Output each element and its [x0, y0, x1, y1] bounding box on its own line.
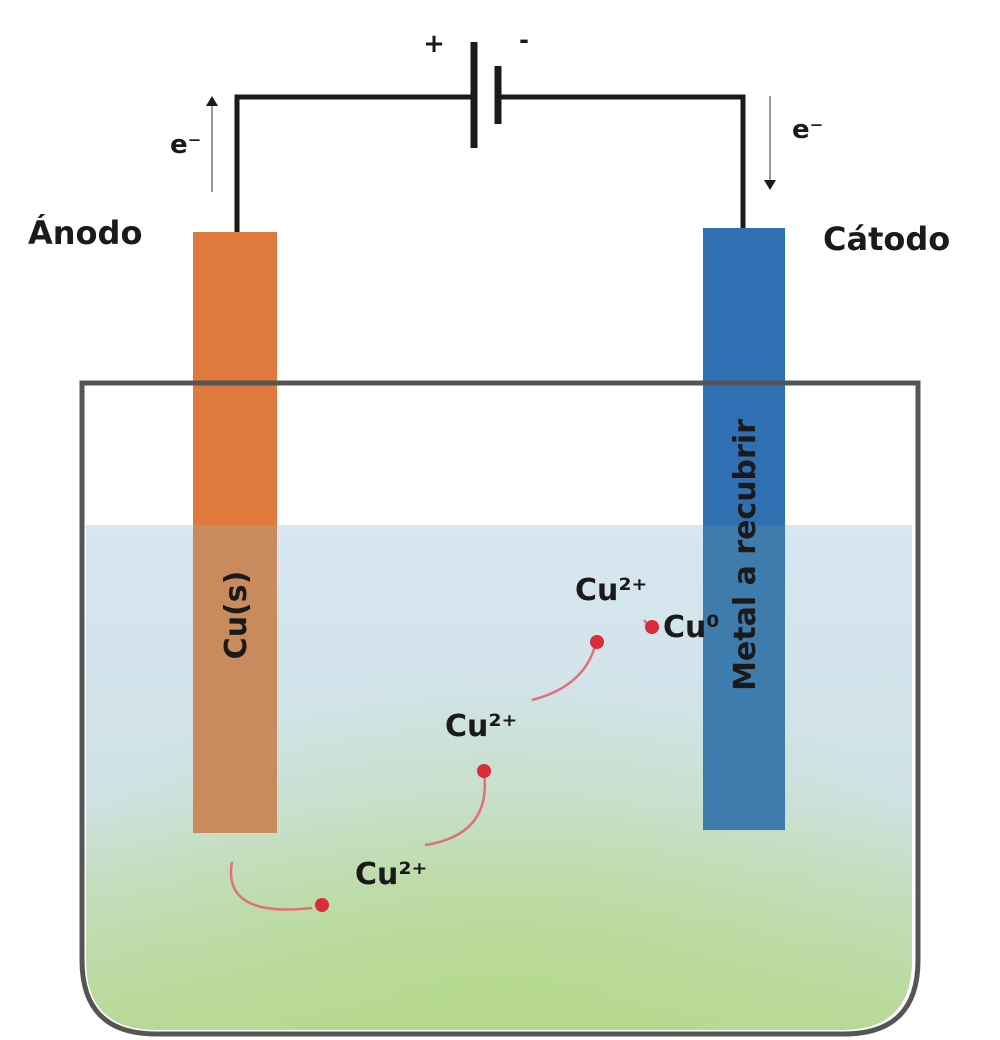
beaker	[79, 380, 921, 1037]
ion-label-1: Cu²⁺	[355, 857, 427, 892]
cathode-electrode	[703, 228, 785, 830]
cathode-electrode-label: Metal a recubrir	[728, 419, 763, 691]
battery	[470, 42, 502, 148]
deposited-label: Cu⁰	[663, 610, 720, 645]
electron-label-right: e⁻	[792, 115, 823, 145]
ion-label-3: Cu²⁺	[575, 573, 647, 608]
cathode-title: Cátodo	[823, 220, 950, 258]
circuit-wire	[234, 94, 746, 232]
anode-title: Ánodo	[28, 214, 142, 252]
battery-negative-sign: -	[519, 26, 529, 54]
ion-label-2: Cu²⁺	[445, 709, 517, 744]
electron-label-left: e⁻	[170, 130, 201, 160]
battery-positive-sign: +	[423, 29, 445, 59]
electron-arrow-left	[206, 96, 218, 192]
ion-dot-3	[590, 635, 604, 649]
anode-electrode-label: Cu(s)	[219, 571, 254, 660]
anode-electrode	[193, 232, 277, 833]
ion-dot-1	[315, 898, 329, 912]
electron-arrow-right	[764, 96, 776, 190]
deposited-dot	[645, 620, 659, 634]
ion-dot-2	[477, 764, 491, 778]
